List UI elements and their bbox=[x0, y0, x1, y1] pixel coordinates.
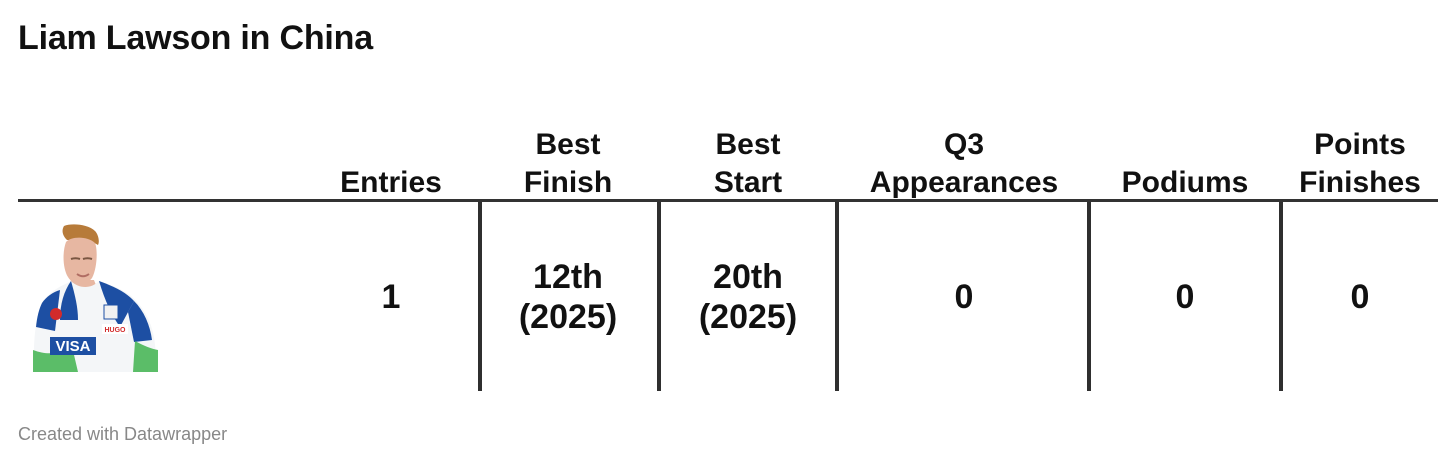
column-divider-3 bbox=[835, 202, 839, 391]
header-q3-appearances: Q3 Appearances bbox=[869, 128, 1059, 199]
table-header-row: Entries Best Finish Best Start Q3 Appear… bbox=[18, 106, 1438, 202]
cell-podiums: 0 bbox=[1175, 277, 1195, 316]
table-row: VISA HUGO 1 12th (2025) 20th (2025) 0 0 … bbox=[18, 202, 1438, 391]
header-podiums: Podiums bbox=[1121, 166, 1249, 199]
driver-photo-cell: VISA HUGO bbox=[18, 202, 188, 391]
cell-entries: 1 bbox=[381, 277, 401, 316]
column-divider-4 bbox=[1087, 202, 1091, 391]
page-title: Liam Lawson in China bbox=[18, 19, 373, 57]
header-best-finish: Best Finish bbox=[523, 128, 613, 199]
datawrapper-credit: Created with Datawrapper bbox=[18, 424, 228, 444]
stats-table: Entries Best Finish Best Start Q3 Appear… bbox=[18, 106, 1438, 391]
cell-points-finishes: 0 bbox=[1350, 277, 1370, 316]
header-best-start: Best Start bbox=[713, 128, 783, 199]
cell-best-start: 20th (2025) bbox=[698, 257, 798, 336]
column-divider-1 bbox=[478, 202, 482, 391]
column-divider-5 bbox=[1279, 202, 1283, 391]
svg-text:VISA: VISA bbox=[55, 338, 90, 355]
driver-photo-icon: VISA HUGO bbox=[26, 224, 168, 372]
column-divider-2 bbox=[657, 202, 661, 391]
header-points-finishes: Points Finishes bbox=[1299, 128, 1421, 199]
svg-text:HUGO: HUGO bbox=[105, 327, 127, 334]
driver-photo-illustration: VISA HUGO bbox=[26, 224, 168, 372]
cell-best-finish: 12th (2025) bbox=[518, 257, 618, 336]
cell-q3-appearances: 0 bbox=[954, 277, 974, 316]
header-entries: Entries bbox=[340, 166, 442, 199]
header-rule bbox=[18, 199, 1438, 202]
